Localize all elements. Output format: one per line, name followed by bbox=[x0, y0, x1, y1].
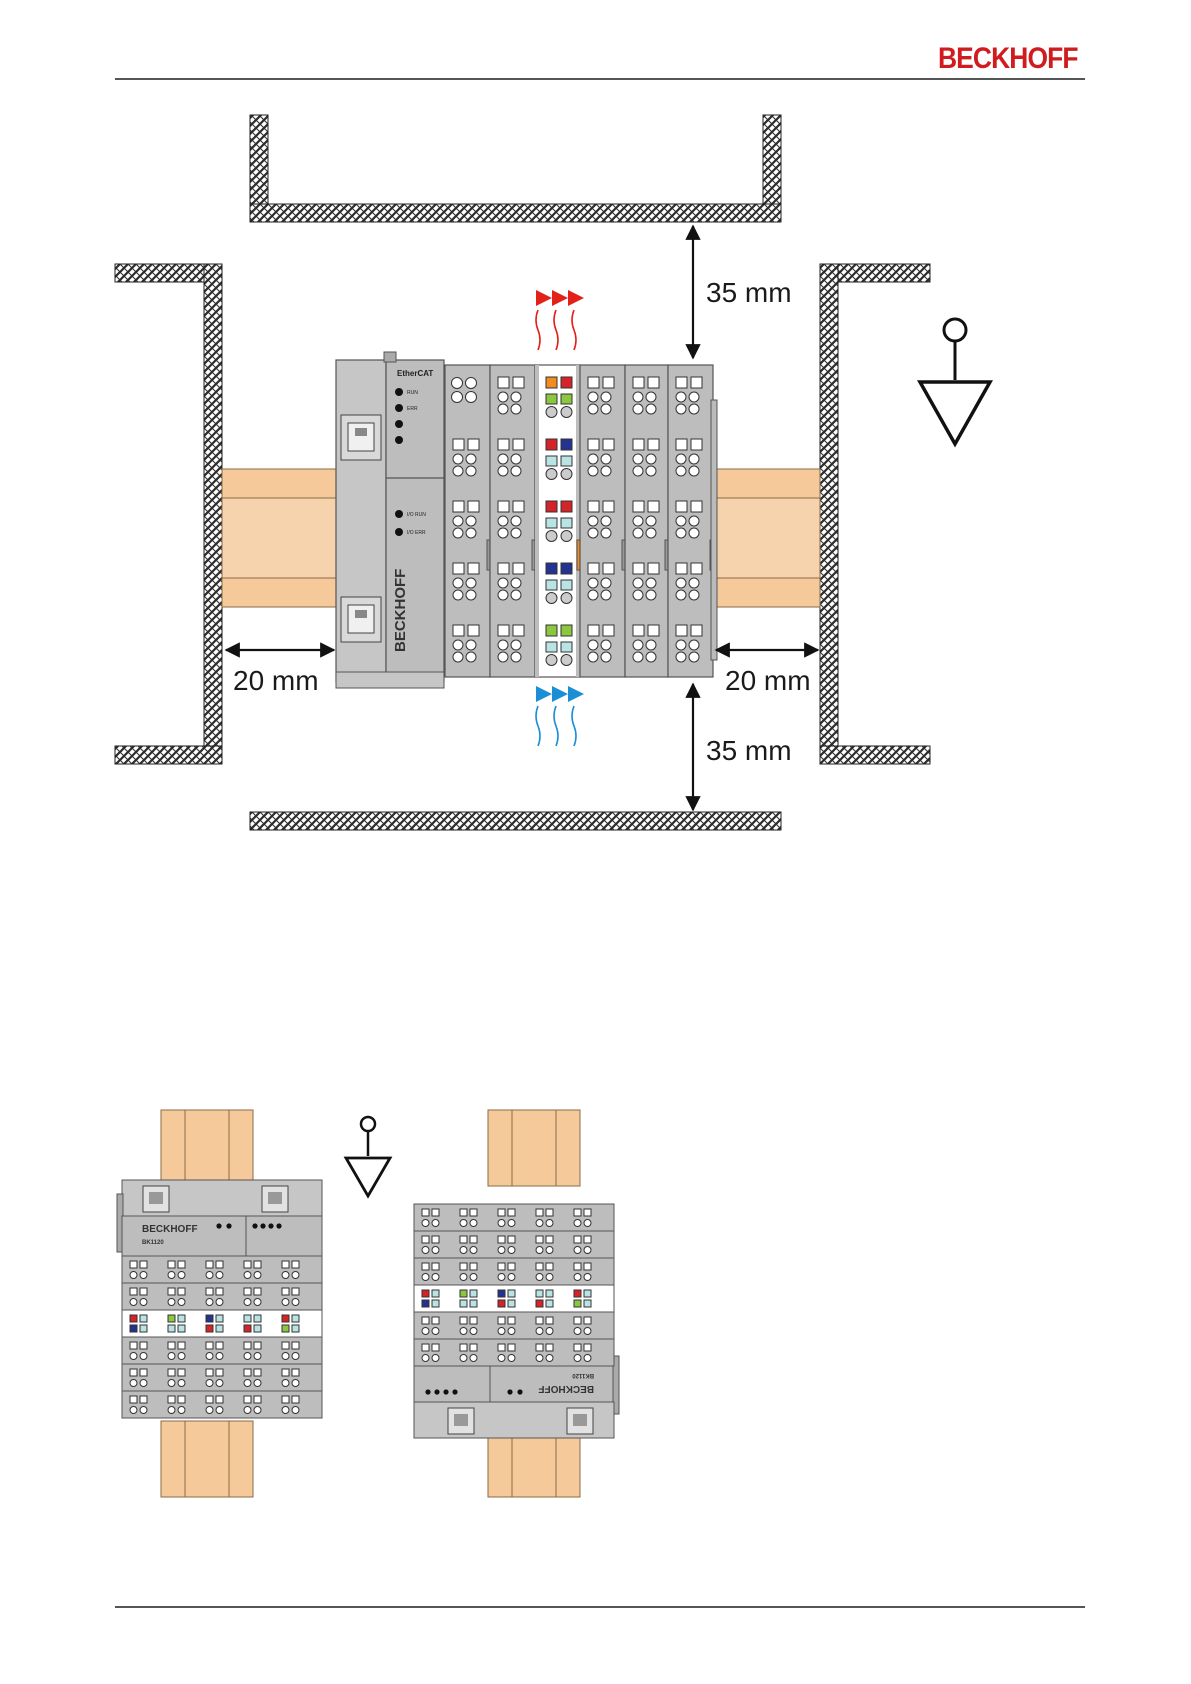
io-terminal-5 bbox=[625, 365, 670, 677]
led-err-label: ERR bbox=[407, 406, 418, 412]
led-io-err bbox=[395, 528, 403, 536]
led-io-run-label: I/O RUN bbox=[407, 512, 426, 518]
io-terminals bbox=[445, 365, 717, 677]
terminal-row-6 bbox=[122, 1391, 322, 1418]
terminal-row-6 bbox=[414, 1339, 614, 1366]
orientation-symbol-icon bbox=[920, 319, 990, 444]
terminal-row-5 bbox=[122, 1364, 322, 1391]
io-terminal-2 bbox=[490, 365, 537, 677]
left-clearance-label: 20 mm bbox=[233, 665, 319, 696]
io-terminal-1 bbox=[445, 365, 492, 677]
ethercat-coupler: EtherCAT RUN ERR I/O RUN I/O ERR BECKHOF… bbox=[336, 352, 444, 688]
left-station-terminals bbox=[122, 1256, 322, 1418]
fieldbus-label: EtherCAT bbox=[397, 369, 433, 378]
led-io-err-label: I/O ERR bbox=[407, 530, 426, 536]
led-run bbox=[395, 388, 403, 396]
terminal-row-2 bbox=[122, 1283, 322, 1310]
rj45-port-in bbox=[341, 415, 381, 460]
io-terminal-6 bbox=[668, 365, 715, 677]
terminal-row-4 bbox=[414, 1285, 614, 1312]
coupler-brand: BECKHOFF bbox=[392, 569, 409, 652]
led-run-label: RUN bbox=[407, 390, 418, 396]
right-station-brand: BECKHOFF bbox=[538, 1383, 594, 1394]
right-station-model: BK1120 bbox=[572, 1372, 594, 1378]
figure-2-stations: BECKHOFF BK1120 BECKHOFF BK1120 bbox=[117, 1110, 619, 1497]
led-err bbox=[395, 404, 403, 412]
top-clearance-label: 35 mm bbox=[706, 277, 792, 308]
bottom-clearance-label: 35 mm bbox=[706, 735, 792, 766]
terminal-row-3 bbox=[414, 1258, 614, 1285]
left-station-coupler: BECKHOFF BK1120 bbox=[117, 1180, 322, 1256]
right-clearance-label: 20 mm bbox=[725, 665, 811, 696]
right-station-terminals bbox=[414, 1204, 614, 1366]
led-extra-1 bbox=[395, 420, 403, 428]
terminal-row-5 bbox=[414, 1312, 614, 1339]
left-station-brand: BECKHOFF bbox=[142, 1224, 198, 1235]
warm-air-out bbox=[536, 290, 584, 350]
left-station-model: BK1120 bbox=[142, 1240, 164, 1246]
led-extra-2 bbox=[395, 436, 403, 444]
orientation-symbol-small-icon bbox=[346, 1117, 390, 1196]
terminal-row-3 bbox=[122, 1310, 322, 1337]
io-terminal-3 bbox=[535, 365, 582, 677]
io-terminal-4 bbox=[580, 365, 627, 677]
right-station-coupler: BECKHOFF BK1120 bbox=[414, 1356, 619, 1438]
footer-rule bbox=[115, 1606, 1085, 1608]
led-io-run bbox=[395, 510, 403, 518]
terminal-row-1 bbox=[122, 1256, 322, 1283]
cool-air-in bbox=[536, 686, 584, 746]
terminal-row-4 bbox=[122, 1337, 322, 1364]
terminal-row-2 bbox=[414, 1231, 614, 1258]
rj45-port-out bbox=[341, 597, 381, 642]
terminal-row-1 bbox=[414, 1204, 614, 1231]
